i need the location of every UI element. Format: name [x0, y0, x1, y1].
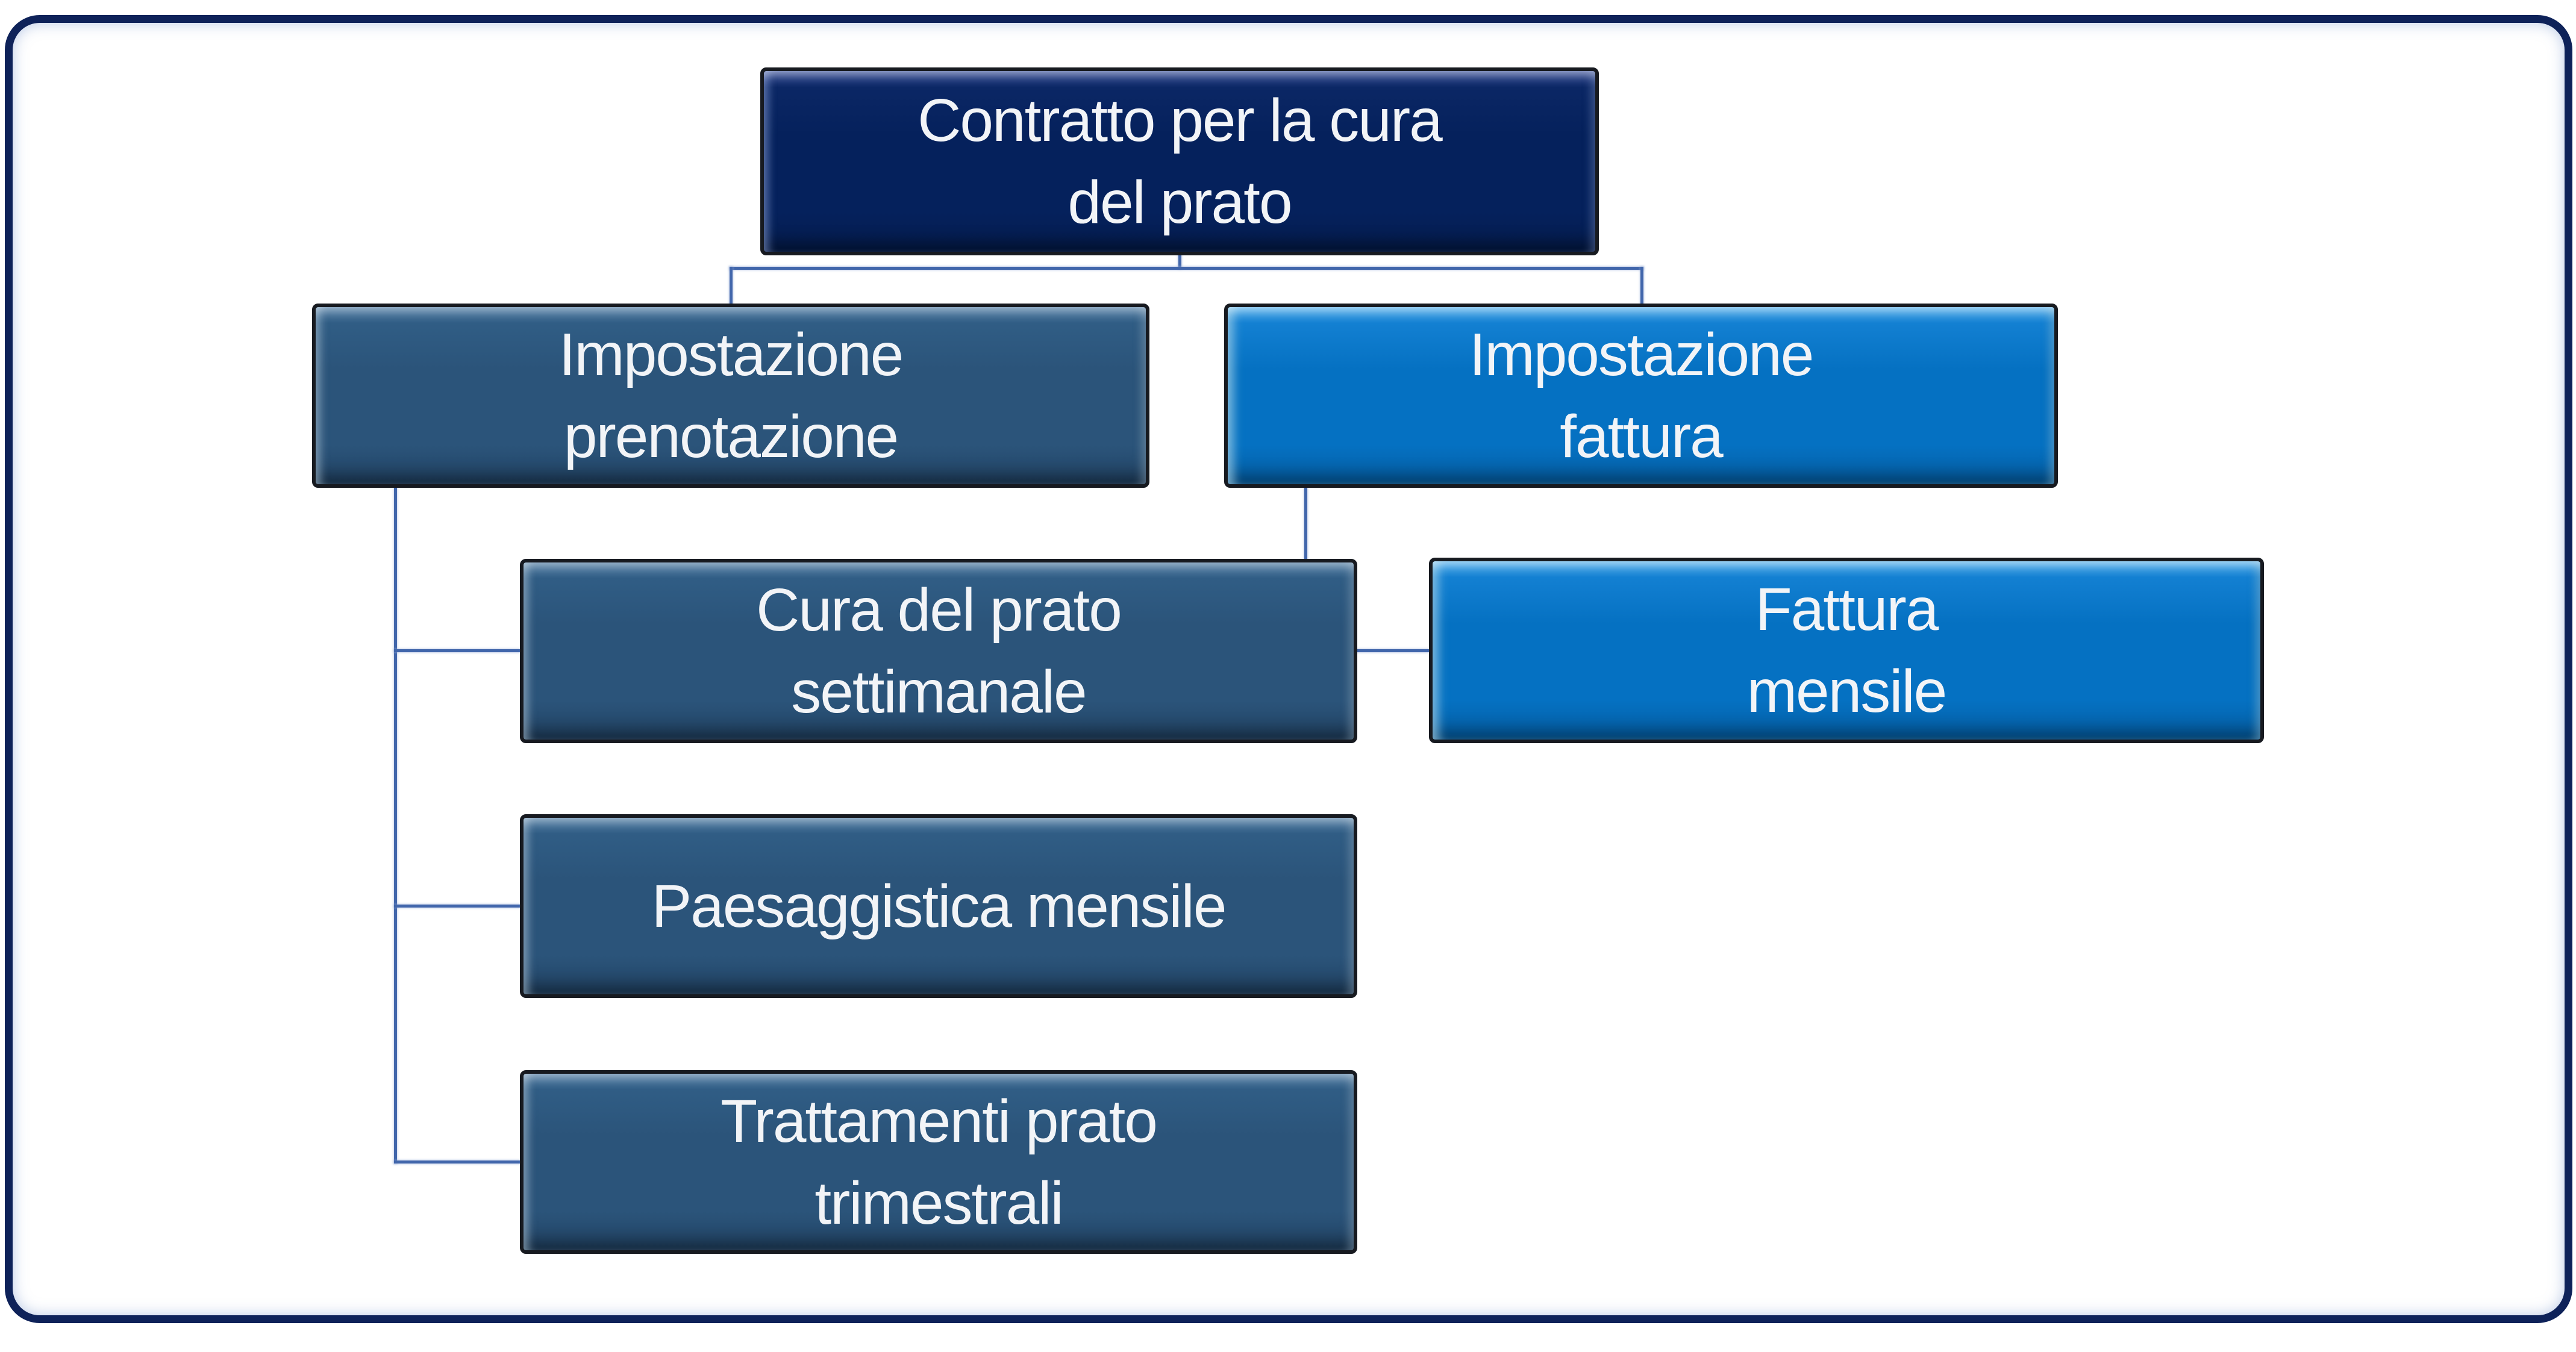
connector-stub-fattura-mensile: [1304, 649, 1430, 652]
connector-drop-prenotazione: [730, 267, 733, 305]
connector-stub-cura: [394, 649, 521, 652]
node-trattamenti-prato-trimestrali[interactable]: Trattamenti prato trimestrali: [520, 1070, 1357, 1254]
connector-rail-prenotazione: [394, 487, 397, 1164]
node-paesaggistica-mensile[interactable]: Paesaggistica mensile: [520, 814, 1357, 998]
diagram-border: [5, 15, 2572, 1323]
connector-distribution-line: [730, 267, 1643, 270]
connector-stub-paesaggistica: [394, 905, 521, 908]
connector-drop-fattura: [1640, 267, 1643, 305]
node-cura-del-prato-settimanale[interactable]: Cura del prato settimanale: [520, 559, 1357, 743]
root-node-contratto[interactable]: Contratto per la cura del prato: [760, 67, 1599, 255]
connector-stub-trattamenti: [394, 1160, 521, 1164]
connector-root-stub: [1178, 254, 1181, 269]
node-impostazione-prenotazione[interactable]: Impostazione prenotazione: [312, 304, 1149, 488]
node-fattura-mensile[interactable]: Fattura mensile: [1429, 558, 2264, 743]
node-impostazione-fattura[interactable]: Impostazione fattura: [1224, 304, 2058, 488]
